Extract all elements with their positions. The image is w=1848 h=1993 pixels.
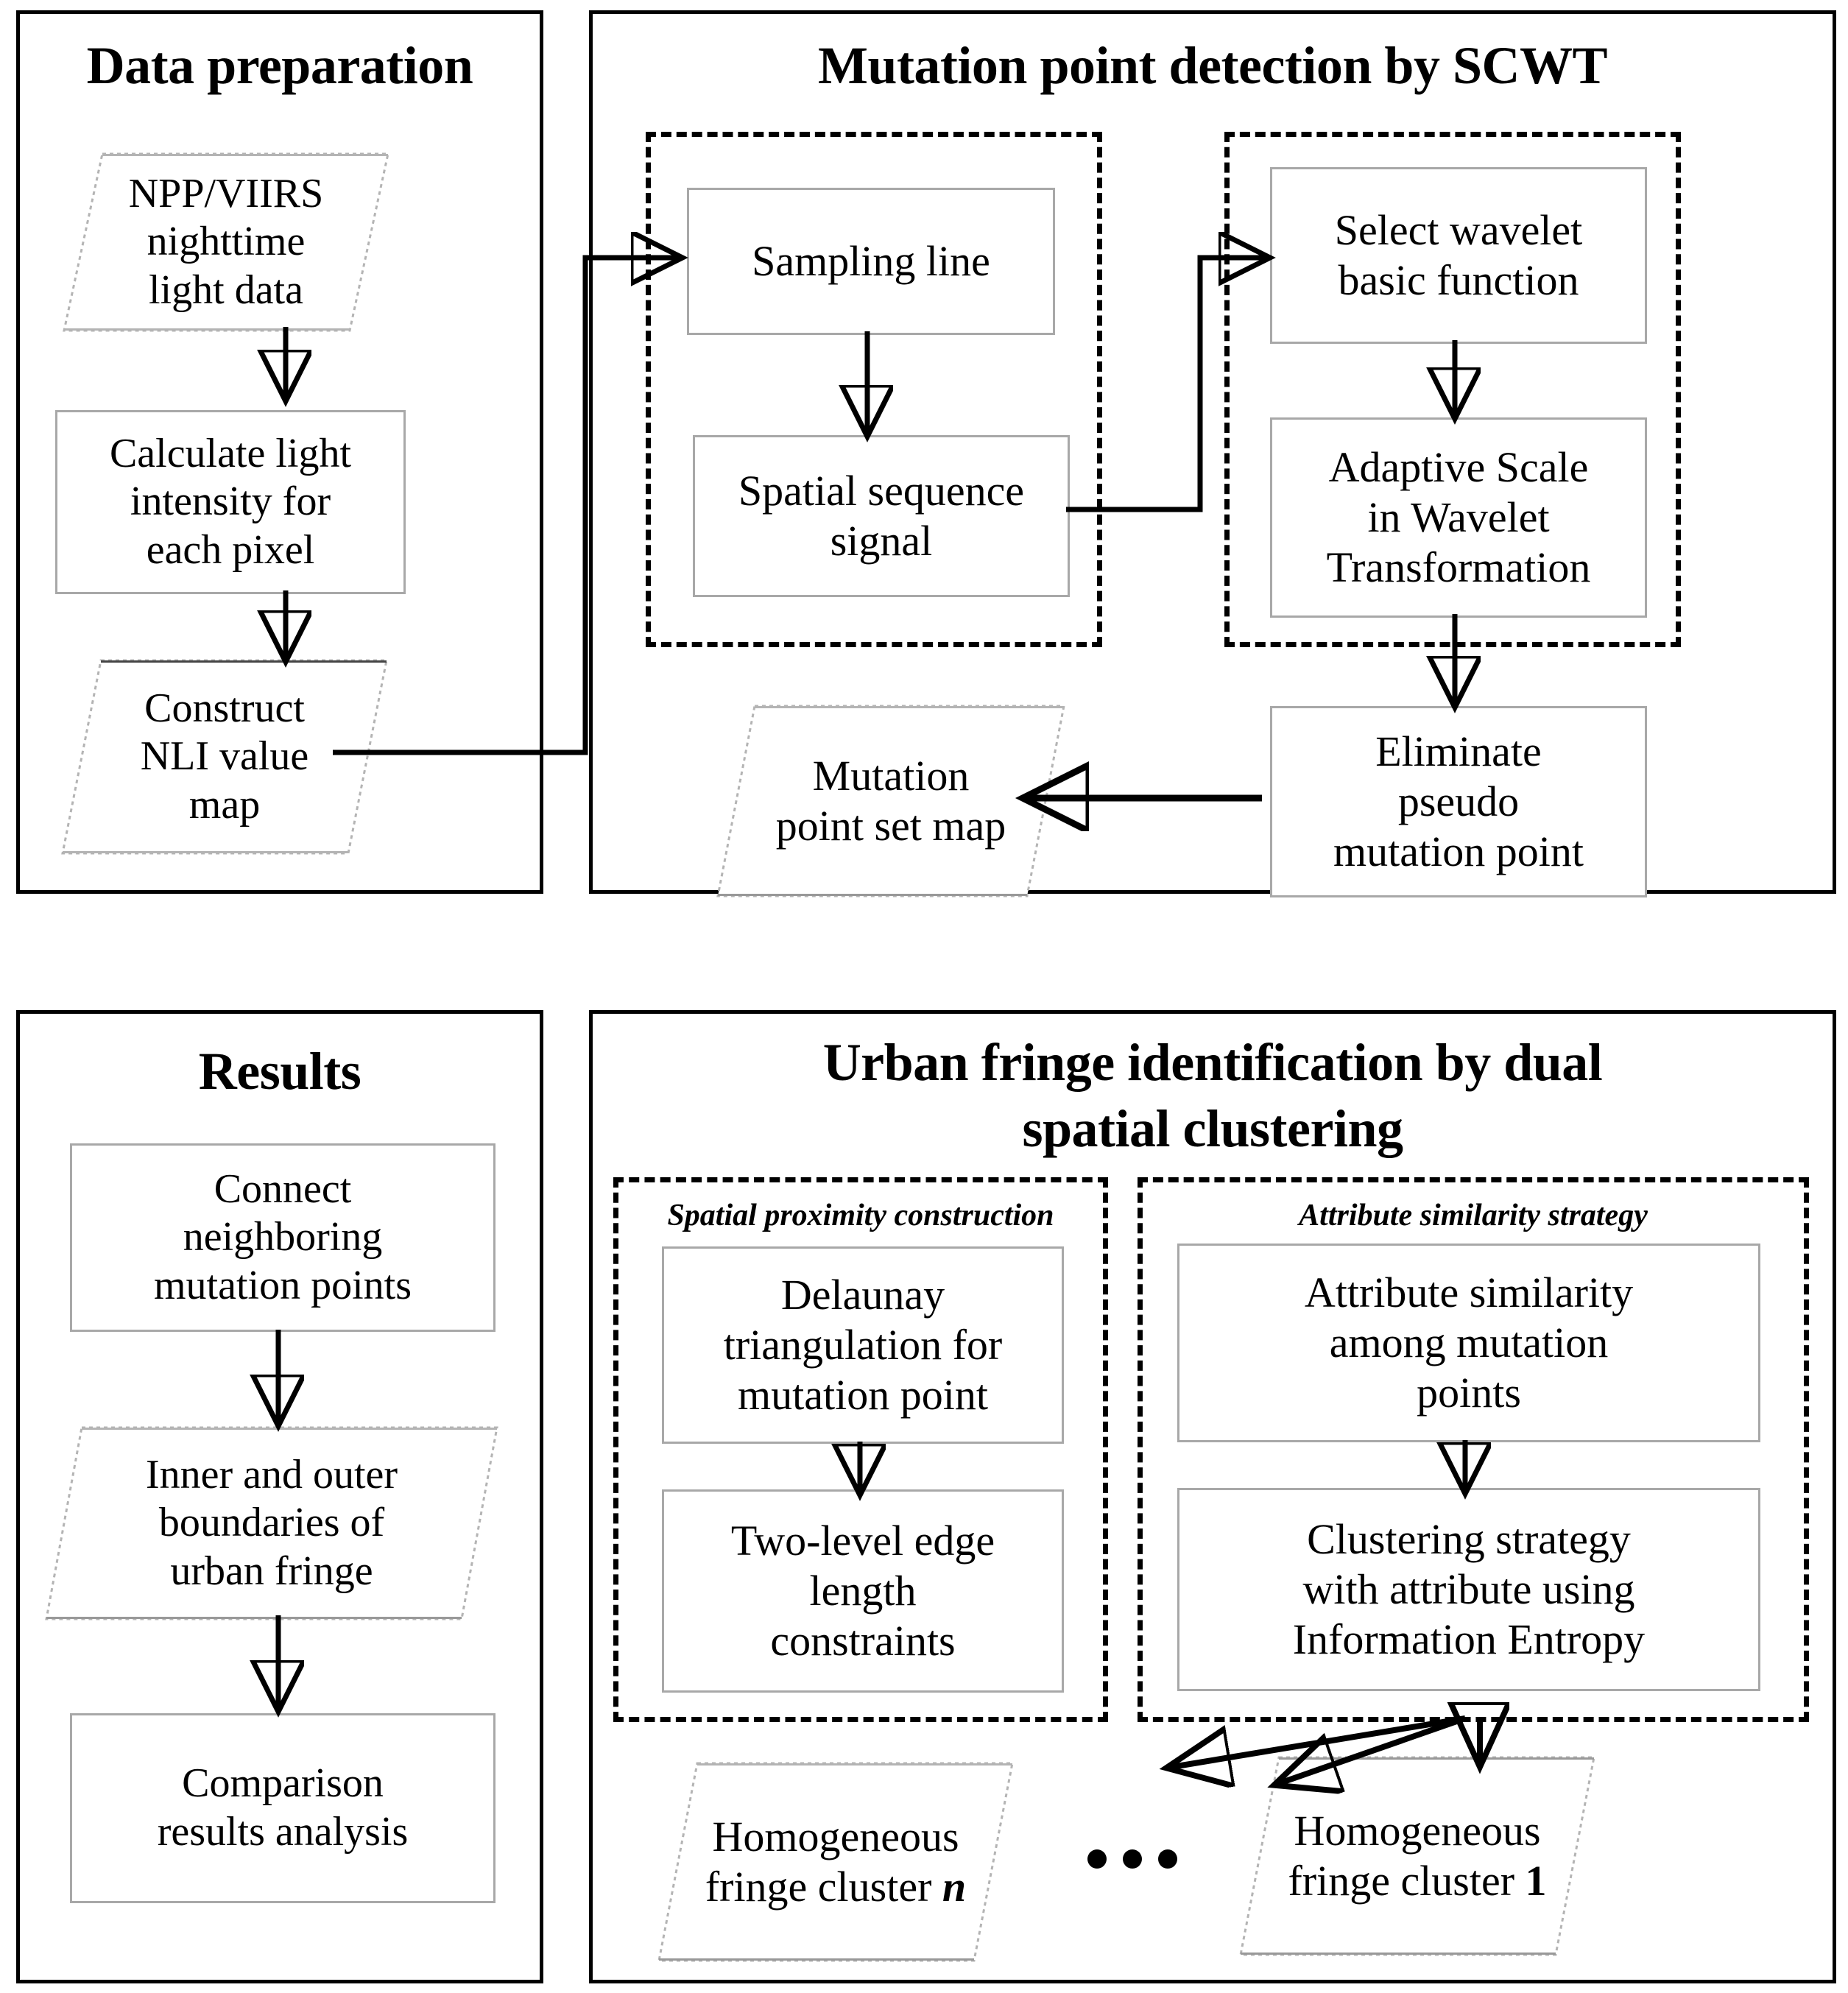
node-spatial-sequence-signal: Spatial sequence signal: [693, 435, 1070, 597]
node-homogeneous-fringe-cluster-n: Homogeneous fringe cluster n: [657, 1762, 1014, 1962]
node-attribute-similarity-among-points: Attribute similarity among mutation poin…: [1177, 1244, 1760, 1442]
node-two-level-edge-length-constraints: Two-level edge length constraints: [662, 1489, 1064, 1693]
node-eliminate-pseudo-mutation-point: Eliminate pseudo mutation point: [1270, 706, 1647, 897]
node-delaunay-triangulation: Delaunay triangulation for mutation poin…: [662, 1246, 1064, 1444]
node-comparison-results-analysis: Comparison results analysis: [70, 1713, 495, 1903]
node-connect-neighboring-mutation-points: Connect neighboring mutation points: [70, 1143, 495, 1332]
node-label-line: Two-level edge: [730, 1517, 995, 1565]
node-label-line: results analysis: [157, 1809, 409, 1855]
node-label-line: urban fringe: [170, 1548, 373, 1594]
node-label-line: Eliminate: [1375, 727, 1542, 776]
node-label-line: Delaunay: [780, 1271, 945, 1319]
node-label-line: fringe cluster: [1288, 1857, 1526, 1905]
node-npp-viirs: NPP/VIIRS nighttime light data: [63, 152, 389, 332]
node-clustering-strategy-info-entropy: Clustering strategy with attribute using…: [1177, 1488, 1760, 1691]
panel-title-urban-fringe-line2: spatial clustering: [1022, 1099, 1403, 1158]
node-label-line: Mutation: [812, 752, 970, 800]
node-homogeneous-fringe-cluster-1: Homogeneous fringe cluster 1: [1239, 1756, 1595, 1956]
group-caption-attribute-similarity: Attribute similarity strategy: [1299, 1199, 1648, 1232]
node-label-line: points: [1417, 1368, 1521, 1417]
parallelogram-shape: [657, 1762, 1014, 1962]
parallelogram-shape: [61, 659, 388, 855]
panel-results: Results Connect neighboring mutation poi…: [16, 1010, 543, 1983]
node-adaptive-scale-wavelet: Adaptive Scale in Wavelet Transformation: [1270, 417, 1647, 618]
ellipsis-dots: [1087, 1849, 1177, 1869]
node-construct-nli-value-map: Construct NLI value map: [61, 659, 388, 855]
node-label-line: Adaptive Scale: [1328, 443, 1589, 492]
node-label-line: fringe cluster: [705, 1863, 942, 1911]
node-label-line: Select wavelet: [1334, 206, 1583, 255]
node-label-line: mutation point: [738, 1370, 988, 1419]
node-label-line: pseudo: [1397, 777, 1520, 826]
panel-title-urban-fringe-line1: Urban fringe identification by dual: [822, 1033, 1603, 1092]
node-label-line: in Wavelet: [1367, 493, 1550, 542]
node-label-line2: fringe cluster n: [705, 1862, 966, 1912]
node-label-line: with attribute using: [1302, 1565, 1635, 1614]
node-label-line: NPP/VIIRS: [128, 170, 324, 216]
node-select-wavelet-basic-function: Select wavelet basic function: [1270, 167, 1647, 344]
node-label-line: Connect: [214, 1165, 352, 1212]
node-label-line: Inner and outer: [145, 1451, 398, 1498]
node-label-line: point set map: [775, 802, 1006, 850]
panel-title-data-preparation: Data preparation: [86, 36, 473, 95]
node-label-line: basic function: [1338, 256, 1579, 304]
node-label-emphasis: n: [942, 1863, 967, 1911]
group-spatial-proximity-construction: [613, 1177, 1108, 1722]
node-label-line: boundaries of: [158, 1500, 385, 1546]
node-label-line: constraints: [770, 1616, 956, 1665]
node-label-line: Transformation: [1326, 543, 1591, 591]
dot: [1087, 1849, 1107, 1869]
node-label-line2: fringe cluster 1: [1288, 1856, 1546, 1906]
node-label-line: signal: [830, 517, 933, 565]
node-label-line: Construct: [144, 685, 305, 731]
node-label-line: Homogeneous: [712, 1813, 959, 1861]
parallelogram-shape: [716, 705, 1065, 897]
node-label-line: NLI value: [140, 733, 309, 780]
panel-title-mutation-detection: Mutation point detection by SCWT: [817, 36, 1608, 95]
node-label-line: map: [188, 781, 261, 828]
node-label-line: mutation point: [1333, 827, 1584, 875]
panel-urban-fringe-identification: Urban fringe identification by dual spat…: [589, 1010, 1836, 1983]
node-label-line: triangulation for: [723, 1321, 1003, 1369]
node-label-line: Calculate light: [109, 430, 352, 476]
panel-title-results: Results: [198, 1042, 362, 1101]
group-caption-spatial-proximity: Spatial proximity construction: [667, 1199, 1054, 1232]
node-label-line: Information Entropy: [1292, 1615, 1646, 1663]
dot: [1123, 1849, 1142, 1869]
node-label-line: Homogeneous: [1294, 1807, 1541, 1855]
node-inner-outer-boundaries: Inner and outer boundaries of urban frin…: [45, 1426, 498, 1620]
node-label-emphasis: 1: [1525, 1857, 1547, 1905]
panel-data-preparation: Data preparation NPP/VIIRS nighttime lig…: [16, 10, 543, 894]
node-label-line: each pixel: [146, 526, 315, 573]
node-label-line: Clustering strategy: [1307, 1515, 1631, 1564]
dot: [1158, 1849, 1177, 1869]
node-label-line: among mutation: [1329, 1319, 1609, 1367]
node-mutation-point-set-map: Mutation point set map: [716, 705, 1065, 897]
node-label-line: intensity for: [130, 479, 331, 525]
node-label-line: Attribute similarity: [1304, 1269, 1634, 1317]
node-label-line: Comparison: [182, 1760, 384, 1807]
node-sampling-line: Sampling line: [687, 188, 1055, 335]
node-label-line: mutation points: [154, 1262, 412, 1308]
node-label-line: light data: [149, 267, 303, 313]
node-label-line: length: [809, 1567, 917, 1615]
node-label-line: nighttime: [147, 219, 306, 265]
node-calculate-light-intensity: Calculate light intensity for each pixel: [55, 410, 406, 594]
node-label-line: Spatial sequence: [738, 467, 1025, 515]
panel-mutation-point-detection: Mutation point detection by SCWT Samplin…: [589, 10, 1836, 897]
node-label-line: Sampling line: [752, 237, 990, 286]
node-label-line: neighboring: [183, 1214, 383, 1260]
